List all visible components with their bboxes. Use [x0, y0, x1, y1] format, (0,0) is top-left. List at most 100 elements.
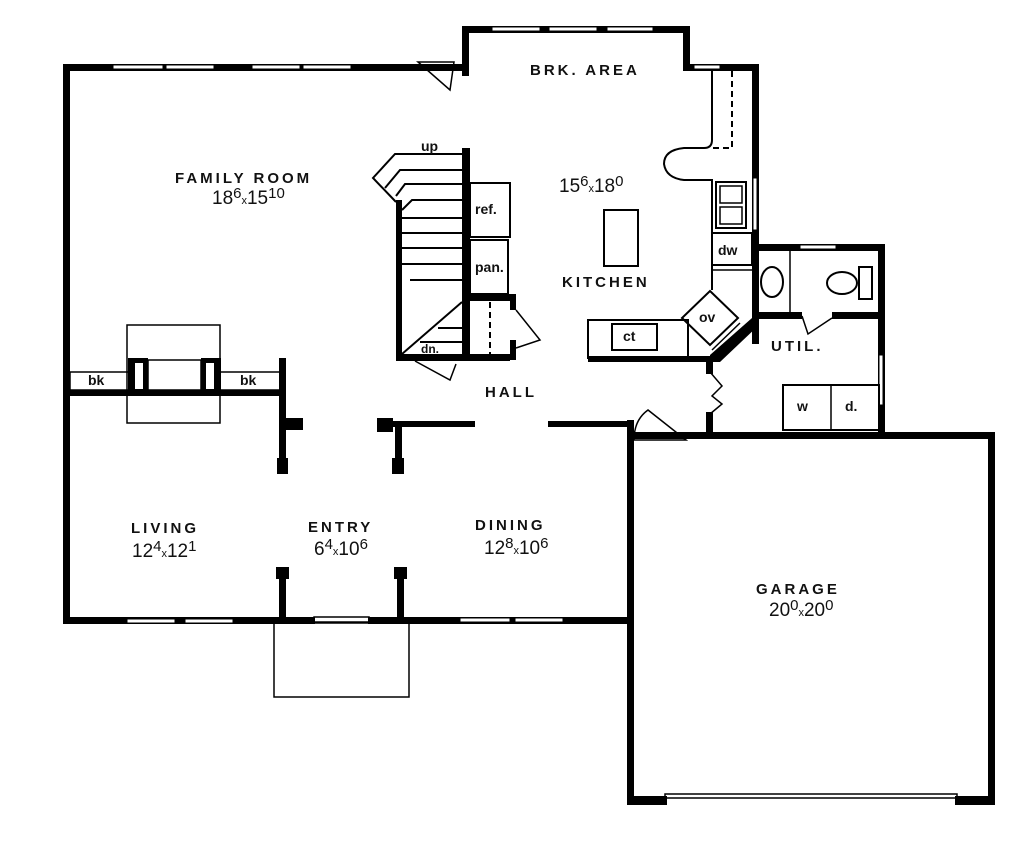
folding-door — [709, 371, 724, 415]
entry-post — [397, 567, 404, 619]
wall-stub — [279, 418, 303, 430]
room-label-util: UTIL. — [771, 338, 824, 355]
diagonal-wall — [710, 318, 759, 362]
pantry-label: pan. — [475, 259, 504, 275]
window — [165, 64, 215, 70]
sink-basin — [719, 185, 743, 204]
wall-stub — [510, 294, 516, 310]
closet-top-wall — [470, 294, 516, 301]
bath-bottom-wall — [832, 312, 882, 319]
oven — [680, 289, 740, 347]
brk-area-left-wall — [462, 26, 469, 76]
sink — [715, 181, 747, 229]
kitchen-counter-outline — [662, 71, 713, 290]
garage-bottom-left — [627, 796, 667, 805]
window — [251, 64, 301, 70]
room-label-kitchen: KITCHEN — [562, 274, 650, 291]
window — [112, 64, 164, 70]
garage-bottom-right — [955, 796, 995, 805]
dishwasher-label: dw — [718, 242, 738, 258]
window — [693, 64, 721, 70]
room-label-family-room: FAMILY ROOM — [175, 170, 313, 187]
bookcase-right-label: bk — [240, 372, 257, 388]
window — [606, 26, 654, 32]
room-dim-living: 124x121 — [132, 538, 197, 562]
garage-left-wall — [627, 420, 634, 805]
sink-basin-bath — [760, 266, 784, 298]
window — [548, 26, 598, 32]
left-exterior-wall — [63, 64, 70, 624]
stair-tread — [401, 199, 462, 211]
sink-basin — [719, 206, 743, 225]
entry-post — [279, 567, 286, 619]
window — [184, 618, 234, 624]
window — [799, 244, 837, 250]
hall-wall-right — [548, 421, 634, 427]
garage-door — [664, 793, 958, 799]
stair-wall — [462, 148, 470, 360]
counter-wall — [588, 356, 713, 362]
stairs-up-label: up — [421, 138, 439, 154]
dryer-label: d. — [845, 398, 858, 414]
kitchen-island — [603, 209, 639, 267]
washer-label: w — [797, 398, 808, 414]
family-room-door-swing — [416, 61, 455, 92]
refrigerator — [469, 182, 511, 238]
cooktop-label: ct — [623, 328, 636, 344]
ref-label: ref. — [475, 201, 497, 217]
stair-tread — [384, 169, 462, 189]
hall-wall — [377, 421, 475, 427]
counter — [587, 319, 689, 359]
firebox — [147, 359, 202, 391]
window — [491, 26, 541, 32]
room-label-brk-area: BRK. AREA — [530, 62, 640, 79]
garage-top-wall — [627, 432, 995, 439]
closet-door-swing — [515, 309, 542, 349]
oven-label: ov — [699, 309, 716, 325]
porch — [273, 621, 410, 698]
living-partition — [279, 358, 286, 474]
wall-stub — [706, 360, 713, 374]
brk-area-right-wall — [683, 26, 690, 70]
fireplace-wall — [70, 390, 284, 396]
dining-partition — [395, 421, 402, 474]
stair-door-swing — [414, 360, 457, 382]
room-dim-kitchen: 156x180 — [559, 173, 624, 197]
window — [514, 617, 564, 623]
firebox-side — [206, 363, 214, 389]
bath-bottom-wall — [752, 312, 802, 319]
room-label-entry: ENTRY — [308, 519, 374, 536]
bookcase-left-label: bk — [88, 372, 105, 388]
upper-cabinets-dashed — [712, 71, 733, 149]
bath-door-swing — [801, 315, 833, 336]
wall-stub — [510, 340, 516, 360]
garage-door-swing — [633, 409, 689, 441]
stair-left-wall — [396, 200, 402, 360]
toilet — [826, 271, 858, 295]
front-door — [313, 616, 370, 624]
wall-stub — [392, 458, 404, 474]
entry-post-cap — [276, 567, 289, 579]
room-label-dining: DINING — [475, 517, 546, 534]
room-dim-garage: 200x200 — [769, 597, 834, 621]
window — [459, 617, 511, 623]
room-dim-entry: 64x106 — [314, 536, 368, 560]
oven-edge — [711, 322, 741, 351]
wall-stub — [706, 412, 713, 437]
window — [752, 177, 758, 231]
wall-stub — [277, 458, 288, 474]
room-label-living: LIVING — [131, 520, 200, 537]
room-label-garage: GARAGE — [756, 581, 840, 598]
stair-diagonal — [401, 301, 463, 355]
firebox-side — [135, 363, 143, 389]
stair-bottom-wall — [396, 354, 510, 361]
room-label-hall: HALL — [485, 384, 537, 401]
cooktop — [611, 323, 658, 351]
toilet-tank — [858, 266, 873, 300]
util-right-wall — [878, 244, 885, 434]
entry-post-cap — [394, 567, 407, 579]
stair-winder — [371, 153, 462, 203]
stairs-down-label: dn. — [421, 342, 439, 356]
window — [878, 354, 884, 406]
